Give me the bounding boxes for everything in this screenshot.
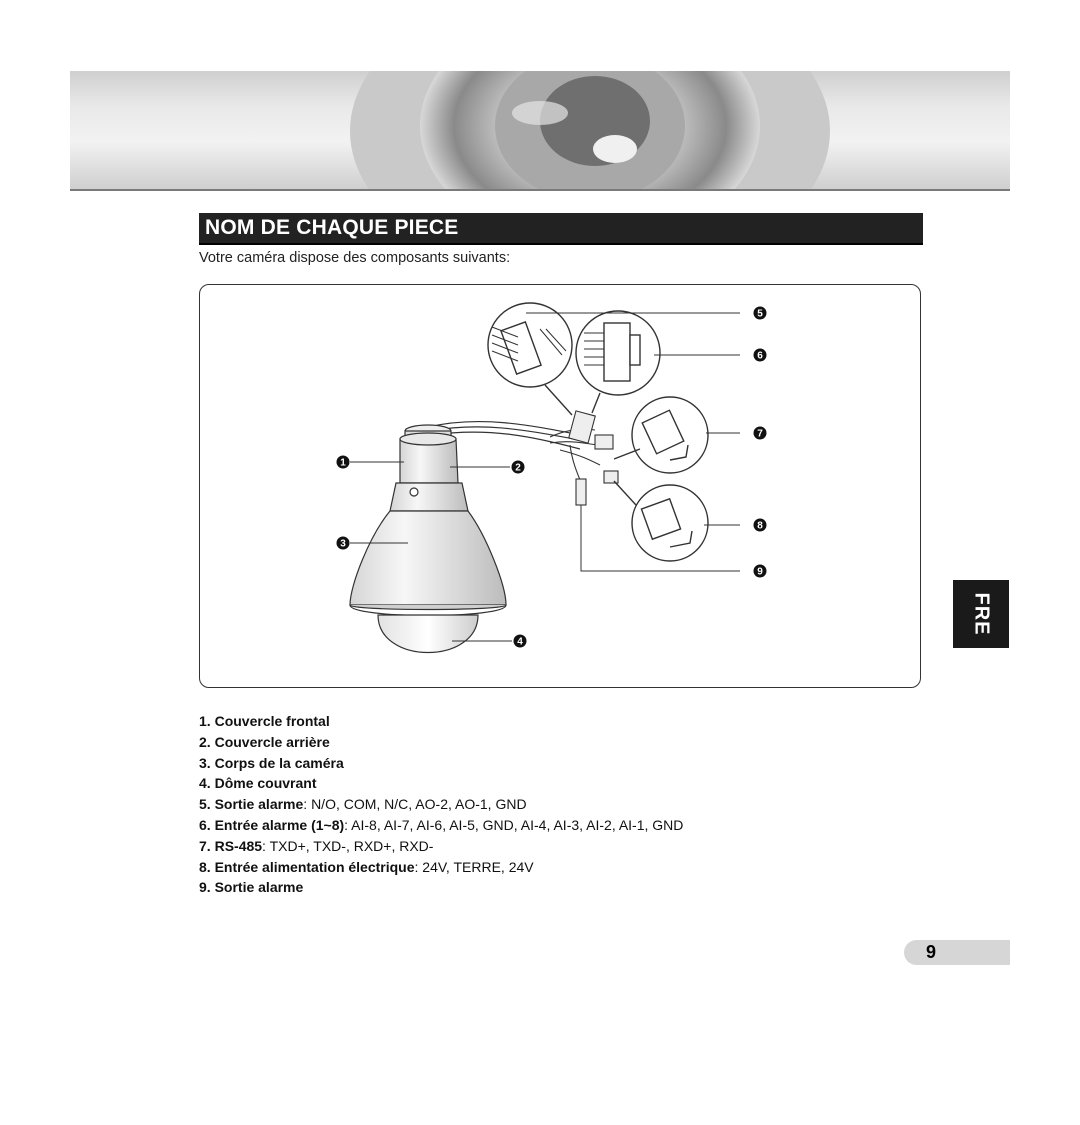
callout-9: 9 [753,564,767,578]
intro-text: Votre caméra dispose des composants suiv… [199,250,511,266]
svg-text:5: 5 [757,309,763,320]
svg-text:2: 2 [515,463,521,474]
list-item: 3. Corps de la caméra [199,754,344,771]
language-tab-label: FRE [970,592,993,636]
cable-bundle [549,410,619,506]
connector-rs485-zoom [613,396,709,474]
connector-alarm-in-zoom [575,310,661,414]
svg-text:9: 9 [757,567,763,578]
camera-drawing [349,420,586,653]
list-item: 2. Couvercle arrière [199,733,330,750]
page-number: 9 [926,942,937,962]
list-item: 7. RS-485: TXD+, TXD-, RXD+, RXD- [199,837,434,854]
callout-4: 4 [513,634,527,648]
svg-text:7: 7 [757,429,763,440]
language-tab: FRE [953,580,1009,648]
list-item: 9. Sortie alarme [199,879,304,896]
callout-7: 7 [753,426,767,440]
parts-list: 1. Couvercle frontal 2. Couvercle arrièr… [199,711,683,898]
callout-leaders [350,312,740,642]
list-item: 5. Sortie alarme: N/O, COM, N/C, AO-2, A… [199,796,527,813]
component-diagram: 1 2 3 4 5 6 7 8 9 [199,284,921,688]
svg-text:3: 3 [340,539,346,550]
callout-1: 1 [336,455,350,469]
callout-8: 8 [753,518,767,532]
callout-5: 5 [753,306,767,320]
callout-3: 3 [336,536,350,550]
svg-text:1: 1 [340,458,346,469]
svg-text:6: 6 [757,351,763,362]
list-item: 1. Couvercle frontal [199,713,330,729]
page-number-badge: 9 [904,940,1010,965]
svg-text:4: 4 [517,637,523,648]
list-item: 4. Dôme couvrant [199,775,317,792]
section-title-bar: NOM DE CHAQUE PIECE [199,213,923,245]
callout-2: 2 [511,460,525,474]
list-item: 6. Entrée alarme (1~8): AI-8, AI-7, AI-6… [199,816,684,833]
header-banner-image [70,71,1010,191]
section-title: NOM DE CHAQUE PIECE [205,216,459,239]
connector-power-zoom [613,480,709,562]
connector-alarm-out-zoom [487,302,573,416]
list-item: 8. Entrée alimentation électrique: 24V, … [199,858,534,875]
svg-text:8: 8 [757,521,763,532]
callout-6: 6 [753,348,767,362]
